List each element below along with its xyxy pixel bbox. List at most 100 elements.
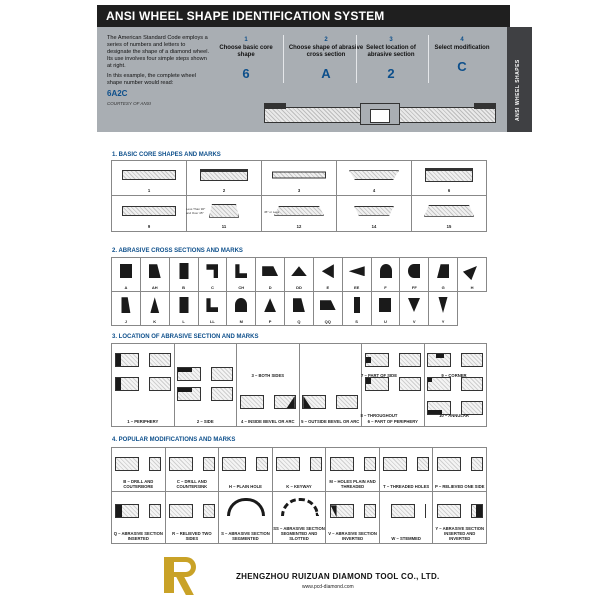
core-shape-diagram bbox=[354, 205, 394, 216]
modification-cell: B – DRILL AND COUTERBORE bbox=[112, 448, 166, 492]
abrasive-section-cell: B bbox=[169, 258, 199, 292]
location-label: 1 – PERIPHERY bbox=[127, 419, 159, 424]
core-shape-cell: 3 bbox=[262, 161, 337, 196]
core-shape-mark: 2 bbox=[222, 188, 226, 193]
abrasive-section-glyph bbox=[348, 266, 365, 277]
modification-label: V – ABRASIVE SECTION INVERTED bbox=[328, 531, 377, 541]
location-diagram bbox=[239, 395, 296, 409]
core-shape-diagram bbox=[349, 170, 399, 181]
abrasive-section-glyph bbox=[121, 297, 131, 314]
abrasive-section-mark: Q bbox=[297, 319, 301, 324]
modification-cell: T – THREADED HOLES bbox=[379, 448, 434, 492]
abrasive-section-cell: S bbox=[342, 292, 372, 326]
location-label: 4 – INSIDE BEVEL OR ARC bbox=[240, 419, 295, 424]
abrasive-section-mark: E bbox=[326, 285, 330, 290]
company-logo bbox=[156, 555, 202, 595]
abrasive-section-cell: CH bbox=[227, 258, 257, 292]
location-cell-8-10 bbox=[424, 344, 487, 427]
core-shape-cell: 12 bbox=[262, 196, 337, 232]
location-diagram bbox=[114, 353, 171, 367]
abrasive-section-mark: Y bbox=[441, 319, 445, 324]
abrasive-section-mark: J bbox=[124, 319, 128, 324]
abrasive-section-mark: B bbox=[182, 285, 186, 290]
abrasive-section-mark: K bbox=[153, 319, 157, 324]
location-diagram bbox=[177, 367, 234, 381]
side-tab: ANSI WHEEL SHAPES bbox=[507, 27, 532, 132]
core-shape-mark: 11 bbox=[221, 224, 227, 229]
abrasive-section-glyph bbox=[290, 266, 307, 277]
abrasive-section-glyph bbox=[437, 264, 449, 278]
abrasive-section-glyph bbox=[408, 264, 421, 279]
modification-cell: R – RELIEVED TWO SIDES bbox=[165, 492, 220, 544]
abrasive-section-cell: V bbox=[400, 292, 430, 326]
courtesy-note: COURTESY OF ANSI bbox=[107, 101, 151, 106]
abrasive-section-mark: FF bbox=[411, 285, 417, 290]
location-diagram bbox=[427, 401, 484, 415]
step-code: 6 bbox=[242, 66, 250, 81]
modification-label: W – STEMMED bbox=[391, 536, 421, 541]
modification-cell: M – HOLES PLAIN AND THREADED bbox=[326, 448, 380, 492]
abrasive-rim-left bbox=[264, 103, 286, 109]
modification-diagram bbox=[329, 457, 376, 472]
abrasive-section-glyph bbox=[148, 264, 161, 279]
company-website[interactable]: www.pcd-diamond.com bbox=[302, 584, 354, 590]
step-number: 4 bbox=[460, 37, 464, 43]
abrasive-section-mark: EE bbox=[354, 285, 360, 290]
core-shape-mark: 1 bbox=[147, 188, 151, 193]
step-label: Select modification bbox=[434, 45, 490, 51]
modification-cell: W – STEMMED bbox=[379, 492, 434, 544]
core-shape-mark: 15 bbox=[446, 224, 452, 229]
abrasive-section-mark: H bbox=[470, 285, 474, 290]
company-name: ZHENGZHOU RUIZUAN DIAMOND TOOL CO., LTD. bbox=[236, 572, 440, 581]
modification-cell: H – PLAIN HOLE bbox=[219, 448, 273, 492]
abrasive-rim-right bbox=[474, 103, 496, 109]
step-number: 3 bbox=[389, 37, 393, 43]
step-2: 2 Choose shape of abrasive cross section… bbox=[285, 37, 367, 81]
abrasive-section-mark: QQ bbox=[324, 319, 331, 324]
abrasive-section-cell: U bbox=[371, 292, 401, 326]
abrasive-section-glyph bbox=[235, 264, 248, 279]
core-shape-cell: 1 bbox=[112, 161, 187, 196]
abrasive-section-cell: K bbox=[140, 292, 170, 326]
location-label: 10 – ANNULAR bbox=[439, 413, 469, 418]
core-shape-mark: 4 bbox=[372, 188, 376, 193]
abrasive-section-mark: F bbox=[384, 285, 387, 290]
core-shape-mark: 3 bbox=[297, 188, 301, 193]
location-cell-1-2: 1 – PERIPHERY bbox=[112, 344, 175, 427]
step-label: Choose shape of abrasive cross section bbox=[288, 45, 364, 58]
modification-label: Y – ABRASIVE SECTION INSERTED AND INVERT… bbox=[435, 526, 485, 541]
section-2-title: 2. ABRASIVE CROSS SECTIONS AND MARKS bbox=[112, 248, 243, 254]
location-diagram bbox=[364, 377, 421, 391]
abrasive-sections-row-1: A AH B C CH D DD E EE F FF G H bbox=[111, 257, 487, 292]
modification-diagram bbox=[115, 504, 162, 519]
abrasive-section-mark: G bbox=[441, 285, 445, 290]
wheel-bore bbox=[370, 109, 390, 123]
abrasive-section-cell: DD bbox=[285, 258, 314, 292]
step-4: 4 Select modification C bbox=[427, 37, 497, 74]
step-3: 3 Select location of abrasive section 2 bbox=[356, 37, 426, 81]
abrasive-section-cell: D bbox=[256, 258, 286, 292]
intro-paragraph-2: In this example, the complete wheel shap… bbox=[107, 73, 196, 86]
modification-diagram bbox=[436, 504, 483, 519]
core-shape-mark: 12 bbox=[296, 224, 302, 229]
step-number: 1 bbox=[244, 37, 248, 43]
abrasive-section-cell: L bbox=[169, 292, 199, 326]
location-diagram bbox=[427, 377, 484, 391]
abrasive-section-cell: FF bbox=[400, 258, 430, 292]
modification-diagram bbox=[115, 457, 162, 472]
modification-label: P – RELIEVED ONE SIDE bbox=[434, 484, 485, 489]
location-diagram bbox=[427, 353, 484, 367]
abrasive-section-glyph bbox=[179, 263, 189, 280]
abrasive-section-mark: P bbox=[268, 319, 272, 324]
abrasive-mark bbox=[178, 388, 193, 392]
abrasive-section-glyph bbox=[463, 262, 481, 280]
modification-diagram bbox=[275, 457, 322, 472]
example-code: 6A2C bbox=[107, 89, 128, 98]
abrasive-mark bbox=[436, 354, 445, 358]
abrasive-section-mark: AH bbox=[151, 285, 158, 290]
core-shape-diagram bbox=[425, 168, 473, 183]
abrasive-section-cell: Q bbox=[285, 292, 314, 326]
abrasive-section-mark: DD bbox=[296, 285, 302, 290]
abrasive-section-mark: M bbox=[239, 319, 243, 324]
abrasive-section-cell: Y bbox=[429, 292, 458, 326]
